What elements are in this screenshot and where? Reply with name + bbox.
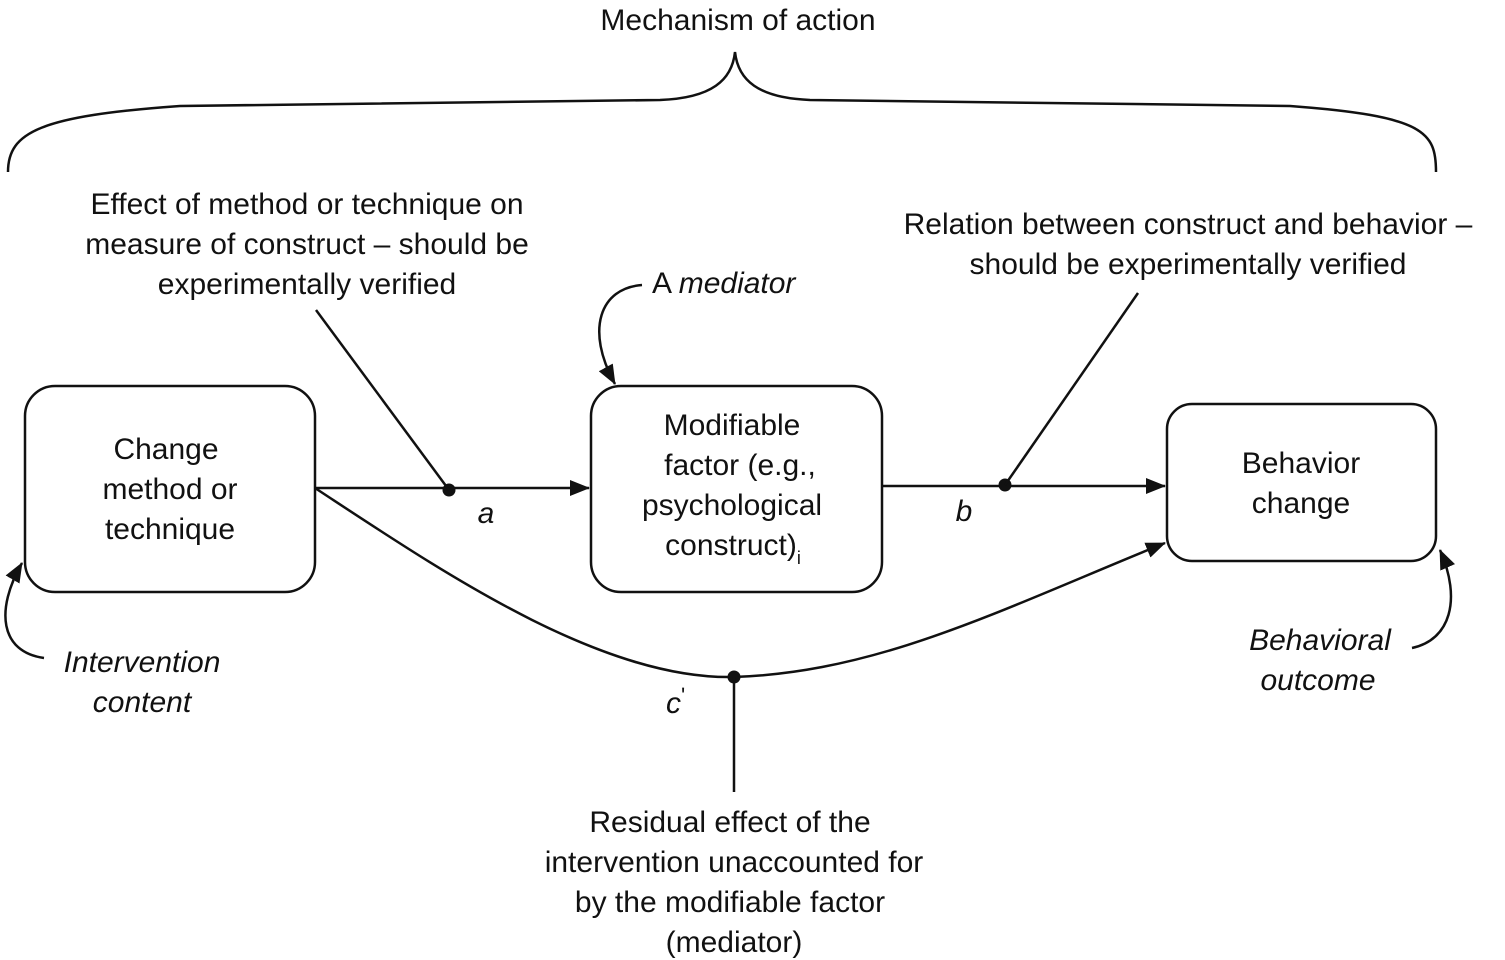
svg-text:measure of construct – should: measure of construct – should be [85, 228, 529, 261]
svg-text:experimentally verified: experimentally verified [158, 268, 456, 301]
diagram-title: Mechanism of action [600, 4, 875, 37]
modifiable-factor-box [589, 384, 884, 594]
intervention-content-arrow [4, 562, 45, 660]
svg-text:(mediator): (mediator) [666, 926, 803, 959]
relation-construct-annotation: Relation between construct and behavior … [904, 208, 1473, 281]
effect-method-annotation: Effect of method or technique on measure… [85, 188, 529, 301]
path-c-prime-label: cʹ [666, 683, 685, 720]
svg-text:psychological: psychological [642, 489, 822, 522]
svg-text:Residual effect of the: Residual effect of the [589, 806, 870, 839]
change-method-text: Change method or technique [102, 433, 237, 546]
svg-text:by the modifiable factor: by the modifiable factor [575, 886, 885, 919]
svg-text:outcome: outcome [1260, 664, 1375, 697]
path-a-label: a [478, 497, 495, 530]
svg-text:Behavior: Behavior [1242, 447, 1360, 480]
svg-text:Intervention: Intervention [64, 646, 221, 679]
svg-text:construct)i: construct)i [665, 529, 801, 568]
mediator-arrow [598, 283, 643, 385]
svg-text:Relation between construct and: Relation between construct and behavior … [904, 208, 1473, 241]
svg-text:should be experimentally verif: should be experimentally verified [970, 248, 1407, 281]
svg-text:Behavioral: Behavioral [1249, 624, 1392, 657]
intervention-content-label: Intervention content [64, 646, 221, 719]
behavior-change-box [1165, 402, 1438, 563]
svg-text:technique: technique [105, 513, 235, 546]
svg-text:change: change [1252, 487, 1350, 520]
behavior-change-text: Behavior change [1242, 447, 1360, 520]
svg-text:Change: Change [113, 433, 218, 466]
residual-annotation: Residual effect of the intervention unac… [545, 806, 924, 959]
mechanism-brace [6, 51, 1438, 173]
modifiable-factor-text: Modifiable factor (e.g., psychological c… [642, 409, 822, 568]
behavioral-outcome-arrow [1411, 549, 1455, 650]
svg-text:Effect of method or technique: Effect of method or technique on [90, 188, 523, 221]
svg-text:content: content [93, 686, 193, 719]
path-b-label: b [956, 495, 973, 528]
effect-method-pointer [314, 309, 451, 491]
svg-text:intervention unaccounted for: intervention unaccounted for [545, 846, 924, 879]
behavioral-outcome-label: Behavioral outcome [1249, 624, 1392, 697]
mediator-label: A mediator [652, 267, 796, 300]
svg-text:Modifiable: Modifiable [664, 409, 801, 442]
svg-text:method or: method or [102, 473, 237, 506]
relation-construct-pointer [1003, 292, 1140, 486]
svg-text:factor (e.g.,: factor (e.g., [664, 449, 816, 482]
